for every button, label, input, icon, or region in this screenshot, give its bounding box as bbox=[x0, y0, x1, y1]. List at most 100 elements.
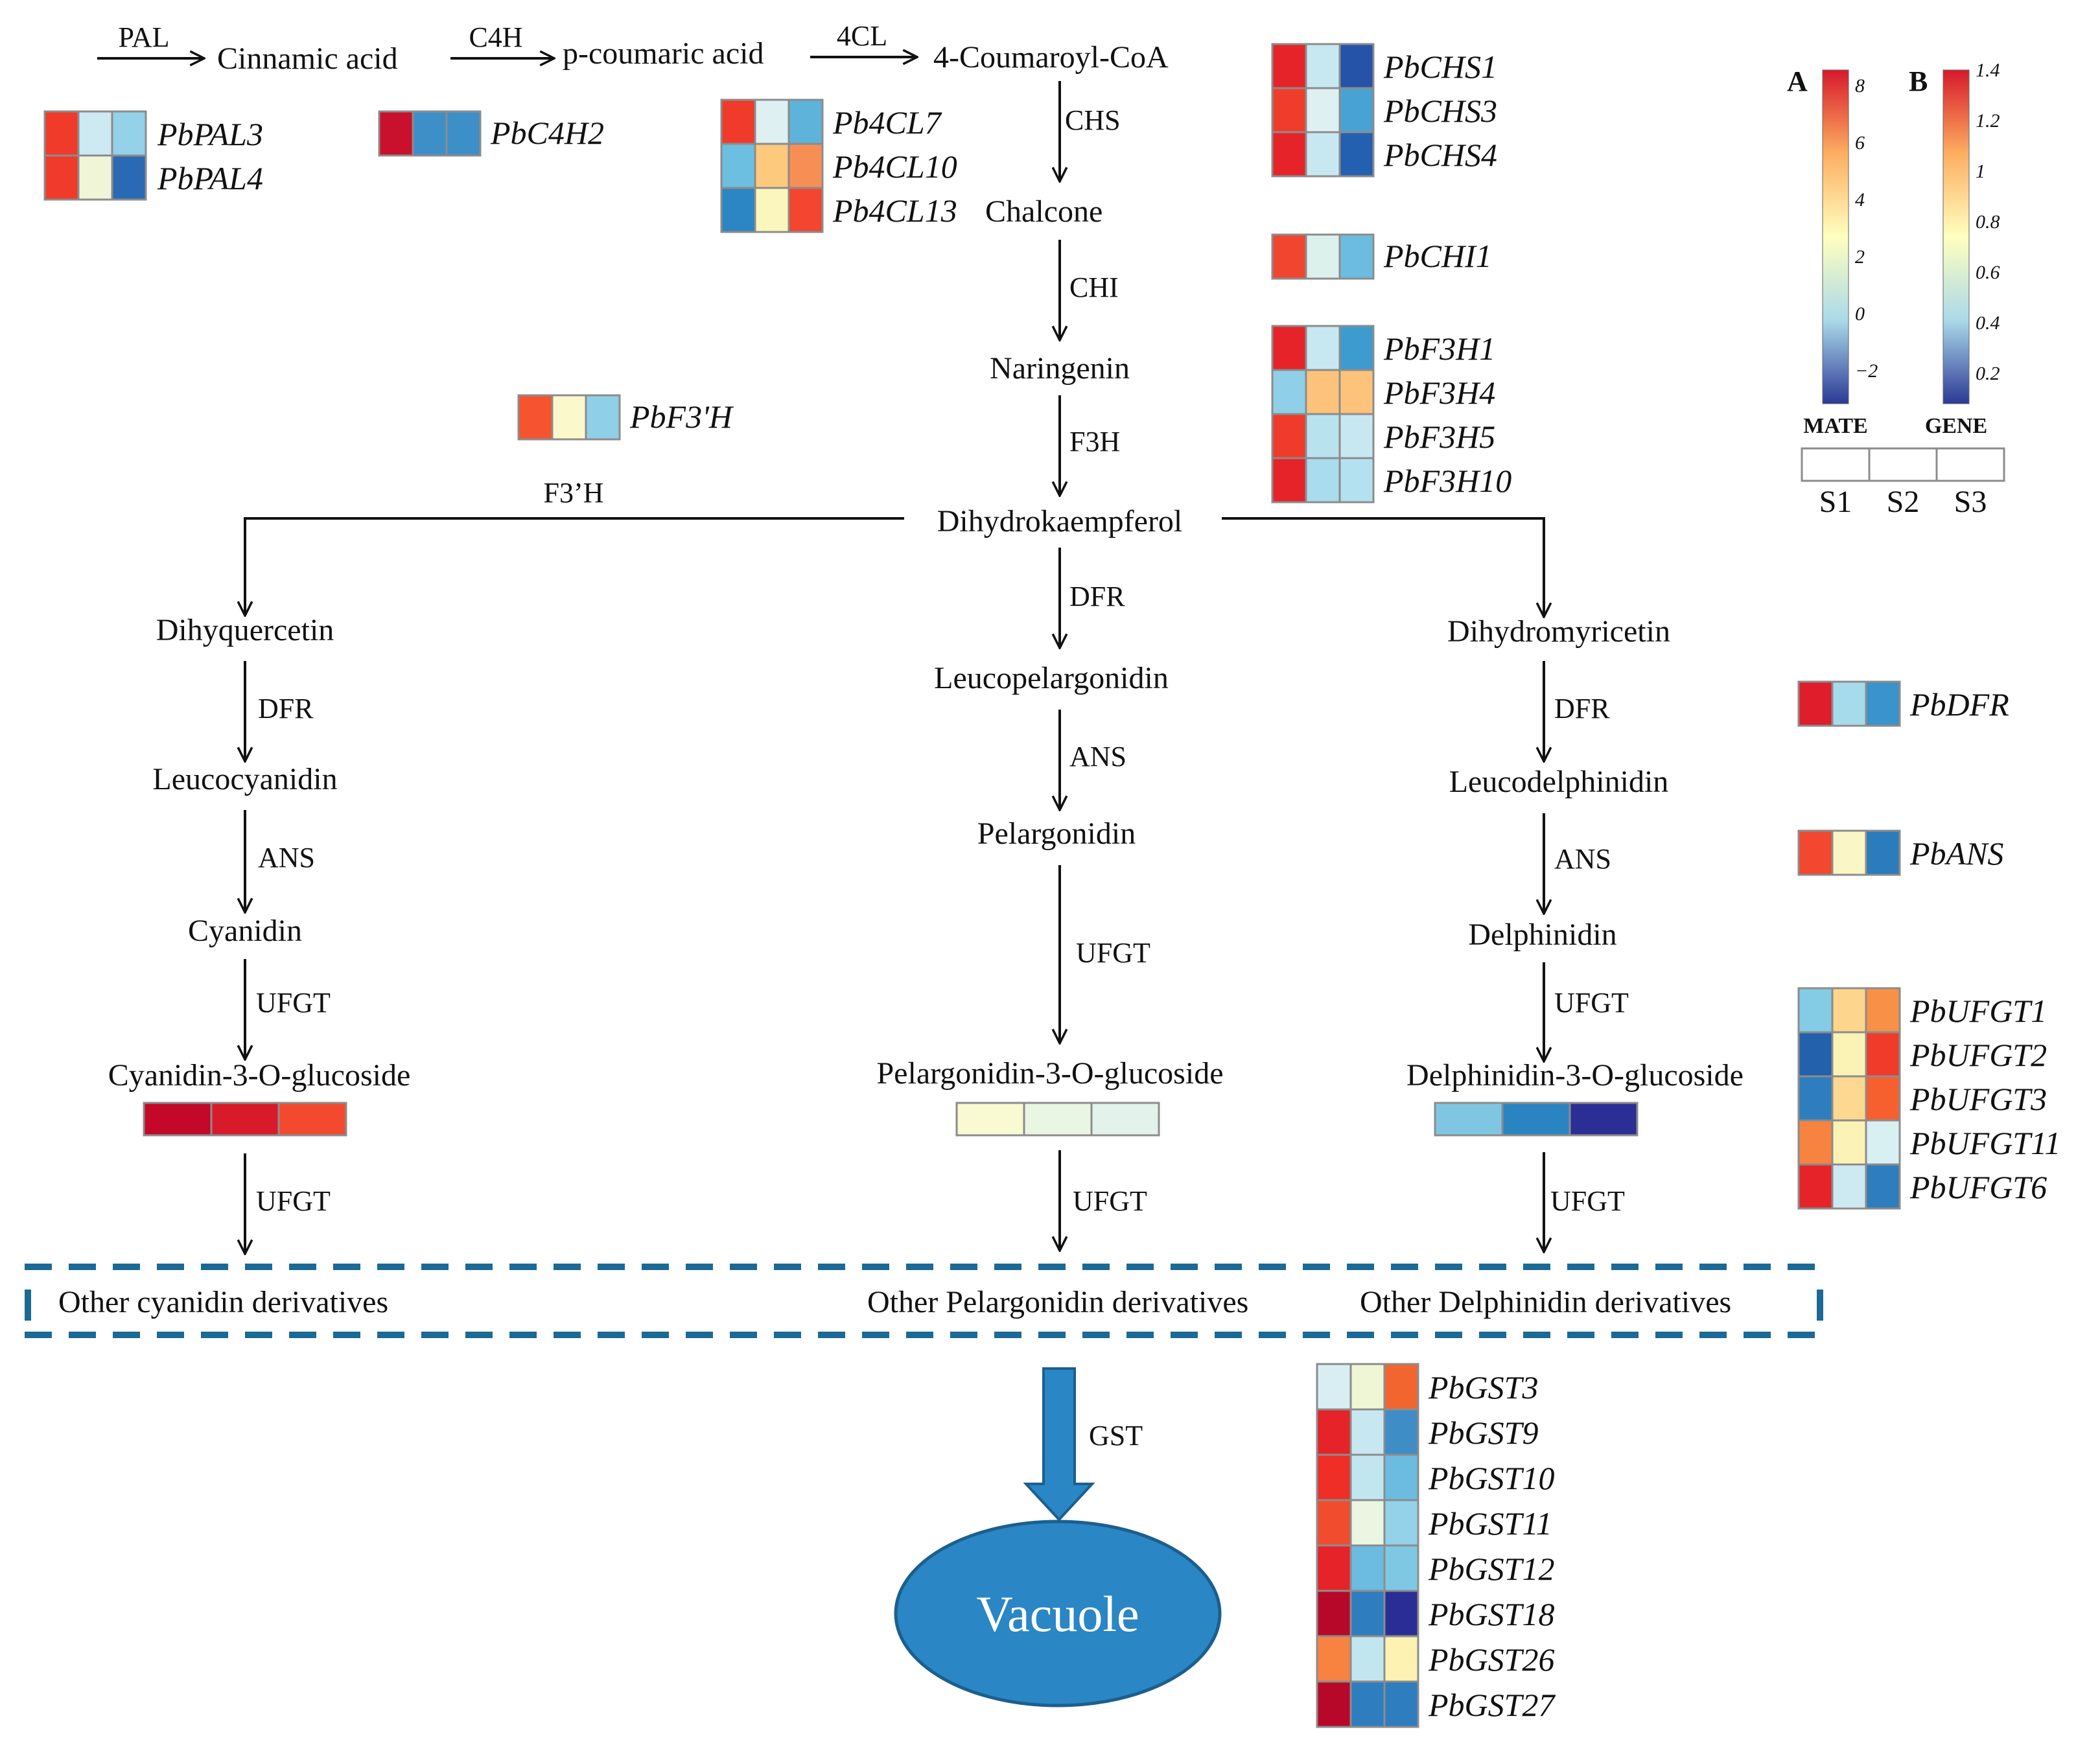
enzyme-ans-left: ANS bbox=[258, 842, 315, 874]
heatmap-f3h-row2-s1 bbox=[1271, 369, 1307, 415]
heatmap-gst-row3-s3 bbox=[1383, 1453, 1419, 1501]
heatmap-f3ph-row1-s1 bbox=[517, 394, 554, 441]
heatmap-f3ph: PbF3'H bbox=[517, 394, 734, 441]
heatmap-4cl-row3-s2 bbox=[754, 187, 790, 233]
legend-sample-box-s3 bbox=[1935, 447, 2005, 482]
vacuole-label: Vacuole bbox=[976, 1586, 1139, 1642]
legend-sample-box-s1 bbox=[1801, 447, 1871, 482]
metabolite-delphinidin-s1 bbox=[1434, 1102, 1504, 1137]
legend-colorbar-gene bbox=[1942, 69, 1970, 404]
heatmap-f3h-row1-s2 bbox=[1305, 325, 1341, 371]
gene-label-pbufgt3: PbUFGT3 bbox=[1909, 1081, 2047, 1117]
heatmap-ufgt-row1-s2 bbox=[1831, 987, 1867, 1034]
enzyme-ufgt-center: UFGT bbox=[1076, 937, 1150, 969]
gene-label-pbchs4: PbCHS4 bbox=[1383, 137, 1497, 173]
legend-mate-tick-4: 2 bbox=[1855, 246, 1865, 268]
compound-cyanidin: Cyanidin bbox=[188, 914, 302, 948]
heatmap-gst-row5-s3 bbox=[1383, 1544, 1419, 1592]
heatmap-chs-row1-s2 bbox=[1305, 43, 1341, 89]
heatmap-ufgt-row5-s3 bbox=[1865, 1163, 1901, 1210]
f3p5h-branch-arrow bbox=[1222, 517, 1544, 617]
heatmap-4cl-row1-s2 bbox=[754, 98, 790, 145]
legend-mate-tick-3: 4 bbox=[1855, 189, 1865, 211]
compound-chalcone: Chalcone bbox=[985, 194, 1102, 229]
heatmap-4cl-row2-s1 bbox=[720, 143, 756, 189]
heatmap-ufgt-row4-s3 bbox=[1865, 1119, 1901, 1166]
heatmap-pal: PbPAL3 PbPAL4 bbox=[43, 110, 263, 201]
metabolite-pelargonidin-s3 bbox=[1090, 1102, 1160, 1137]
heatmap-gst-row2-s2 bbox=[1349, 1408, 1386, 1456]
heatmap-pal-row2-s3 bbox=[111, 154, 147, 201]
heatmap-4cl: Pb4CL7 Pb4CL10 Pb4CL13 bbox=[720, 98, 957, 233]
heatmap-gst-row1-s3 bbox=[1383, 1363, 1419, 1411]
gene-label-pbgst26: PbGST26 bbox=[1428, 1641, 1554, 1678]
gene-label-pbufgt1: PbUFGT1 bbox=[1909, 993, 2047, 1029]
heatmap-4cl-row2-s2 bbox=[754, 143, 790, 189]
compound-other-pelargonidin: Other Pelargonidin derivatives bbox=[867, 1285, 1248, 1319]
heatmap-dfr-row1-s2 bbox=[1831, 680, 1867, 727]
enzyme-pal: PAL bbox=[118, 21, 169, 53]
heatmap-f3h-row1-s3 bbox=[1338, 325, 1375, 371]
legend-sample-s1: S1 bbox=[1819, 485, 1852, 519]
gene-label-pbgst11: PbGST11 bbox=[1428, 1505, 1552, 1542]
heatmap-f3h-row2-s2 bbox=[1305, 369, 1341, 415]
heatmap-chs-row3-s3 bbox=[1338, 131, 1375, 178]
heatmap-gst-row8-s2 bbox=[1349, 1680, 1386, 1728]
legend-sample-box-s2 bbox=[1868, 447, 1938, 482]
heatmap-chs-row3-s2 bbox=[1305, 131, 1341, 178]
legend-gene-tick-3: 1 bbox=[1976, 161, 1985, 182]
color-legend: A 8 6 4 2 0 −2 B 1.4 1.2 1 0.8 0.6 0.4 0… bbox=[1787, 60, 2005, 519]
heatmap-ufgt-row3-s3 bbox=[1865, 1075, 1901, 1122]
heatmap-4cl-row3-s1 bbox=[720, 187, 756, 233]
heatmap-gst-row7-s1 bbox=[1316, 1635, 1352, 1683]
gene-label-pb4cl13: Pb4CL13 bbox=[832, 192, 957, 229]
heatmap-ufgt-row1-s3 bbox=[1865, 987, 1901, 1034]
legend-mate-tick-1: 8 bbox=[1855, 75, 1865, 97]
enzyme-ans-right: ANS bbox=[1554, 843, 1611, 875]
gene-label-pbgst10: PbGST10 bbox=[1428, 1460, 1554, 1496]
gene-label-pbgst18: PbGST18 bbox=[1428, 1596, 1554, 1632]
heatmap-4cl-row2-s3 bbox=[788, 143, 824, 189]
heatmap-ans-row1-s3 bbox=[1865, 829, 1901, 876]
legend-mate-tick-2: 6 bbox=[1855, 132, 1865, 154]
heatmap-ufgt-row3-s1 bbox=[1797, 1075, 1834, 1122]
heatmap-ufgt-row2-s1 bbox=[1797, 1031, 1834, 1078]
heatmap-f3h-row4-s3 bbox=[1338, 457, 1375, 503]
metabolite-strip-cyanidin bbox=[143, 1102, 347, 1137]
enzyme-dfr-left: DFR bbox=[258, 693, 314, 724]
f3ph-branch-arrow bbox=[245, 517, 904, 616]
legend-sample-s3: S3 bbox=[1954, 485, 1987, 519]
heatmap-f3h-row3-s2 bbox=[1305, 413, 1341, 459]
metabolite-strip-delphinidin bbox=[1434, 1102, 1639, 1137]
heatmap-4cl-row3-s3 bbox=[788, 187, 824, 233]
heatmap-pal-row1-s3 bbox=[111, 110, 147, 157]
heatmap-gst-row4-s3 bbox=[1383, 1499, 1419, 1547]
heatmap-chi-row1-s3 bbox=[1338, 233, 1375, 280]
heatmap-gst-row2-s3 bbox=[1383, 1408, 1419, 1456]
compound-pelargonidin-3-o-glucoside: Pelargonidin-3-O-glucoside bbox=[876, 1056, 1223, 1091]
heatmap-pal-row1-s2 bbox=[77, 110, 113, 157]
gene-label-pbf3h1: PbF3H1 bbox=[1383, 330, 1495, 367]
heatmap-4cl-row1-s3 bbox=[788, 98, 824, 145]
heatmap-c4h-row1-s1 bbox=[378, 110, 414, 157]
metabolite-pelargonidin-s2 bbox=[1023, 1102, 1093, 1137]
heatmap-f3h-row3-s1 bbox=[1271, 413, 1307, 459]
legend-a-label: A bbox=[1787, 65, 1808, 97]
legend-gene-tick-5: 0.6 bbox=[1976, 262, 2000, 283]
metabolite-cyanidin-s2 bbox=[210, 1102, 280, 1137]
gene-label-pbf3h5: PbF3H5 bbox=[1383, 419, 1495, 455]
compound-delphinidin-3-o-glucoside: Delphinidin-3-O-glucoside bbox=[1406, 1058, 1744, 1093]
gene-label-pbchs3: PbCHS3 bbox=[1383, 93, 1497, 129]
enzyme-dfr-right: DFR bbox=[1554, 693, 1610, 724]
legend-gene-tick-7: 0.2 bbox=[1976, 363, 2000, 384]
legend-gene-tick-2: 1.2 bbox=[1976, 110, 2000, 132]
heatmap-gst-row8-s3 bbox=[1383, 1680, 1419, 1728]
compound-p-coumaric-acid: p-coumaric acid bbox=[563, 36, 764, 71]
compound-pelargonidin: Pelargonidin bbox=[977, 816, 1136, 851]
heatmap-pal-row2-s1 bbox=[43, 154, 80, 201]
compound-dihydrokaempferol: Dihydrokaempferol bbox=[937, 504, 1183, 538]
heatmap-gst-row3-s2 bbox=[1349, 1453, 1386, 1501]
gene-label-pbchi1: PbCHI1 bbox=[1383, 238, 1492, 274]
gene-label-pbchs1: PbCHS1 bbox=[1383, 49, 1497, 85]
legend-b-label: B bbox=[1909, 65, 1928, 97]
